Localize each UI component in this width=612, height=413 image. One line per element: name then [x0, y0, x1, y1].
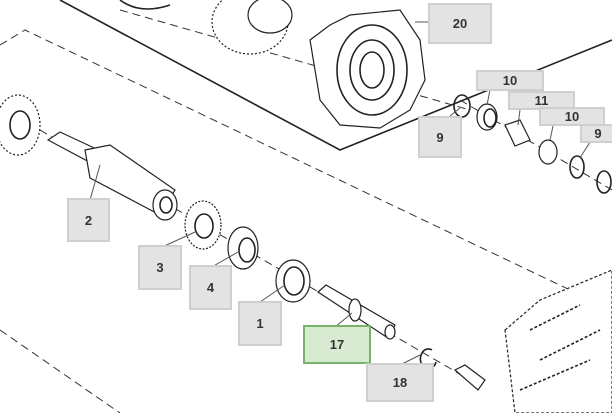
gear-left — [0, 94, 41, 156]
rings-right — [453, 94, 612, 194]
callout-3[interactable]: 3 — [138, 245, 182, 290]
callout-10[interactable]: 10 — [476, 70, 544, 91]
callout-18[interactable]: 18 — [366, 363, 434, 402]
thrust-washer — [184, 200, 222, 250]
callout-2[interactable]: 2 — [67, 198, 110, 242]
callout-9-right[interactable]: 9 — [580, 124, 612, 143]
assembly-boundary — [0, 29, 612, 311]
bearing-cup — [275, 259, 311, 303]
idler-shaft — [317, 284, 396, 340]
shaft — [46, 131, 178, 221]
callout-20[interactable]: 20 — [428, 3, 492, 44]
pin — [453, 364, 486, 391]
callout-4[interactable]: 4 — [189, 265, 232, 310]
cover-plate — [309, 9, 426, 129]
callout-1[interactable]: 1 — [238, 301, 282, 346]
gear-assembly-top — [119, 0, 293, 55]
housing — [504, 269, 612, 413]
bearing — [227, 226, 259, 270]
assembly-boundary-lower — [0, 329, 121, 413]
callout-9[interactable]: 9 — [418, 116, 462, 158]
callout-17-highlighted[interactable]: 17 — [303, 325, 371, 364]
callout-10-second[interactable]: 10 — [539, 107, 605, 126]
